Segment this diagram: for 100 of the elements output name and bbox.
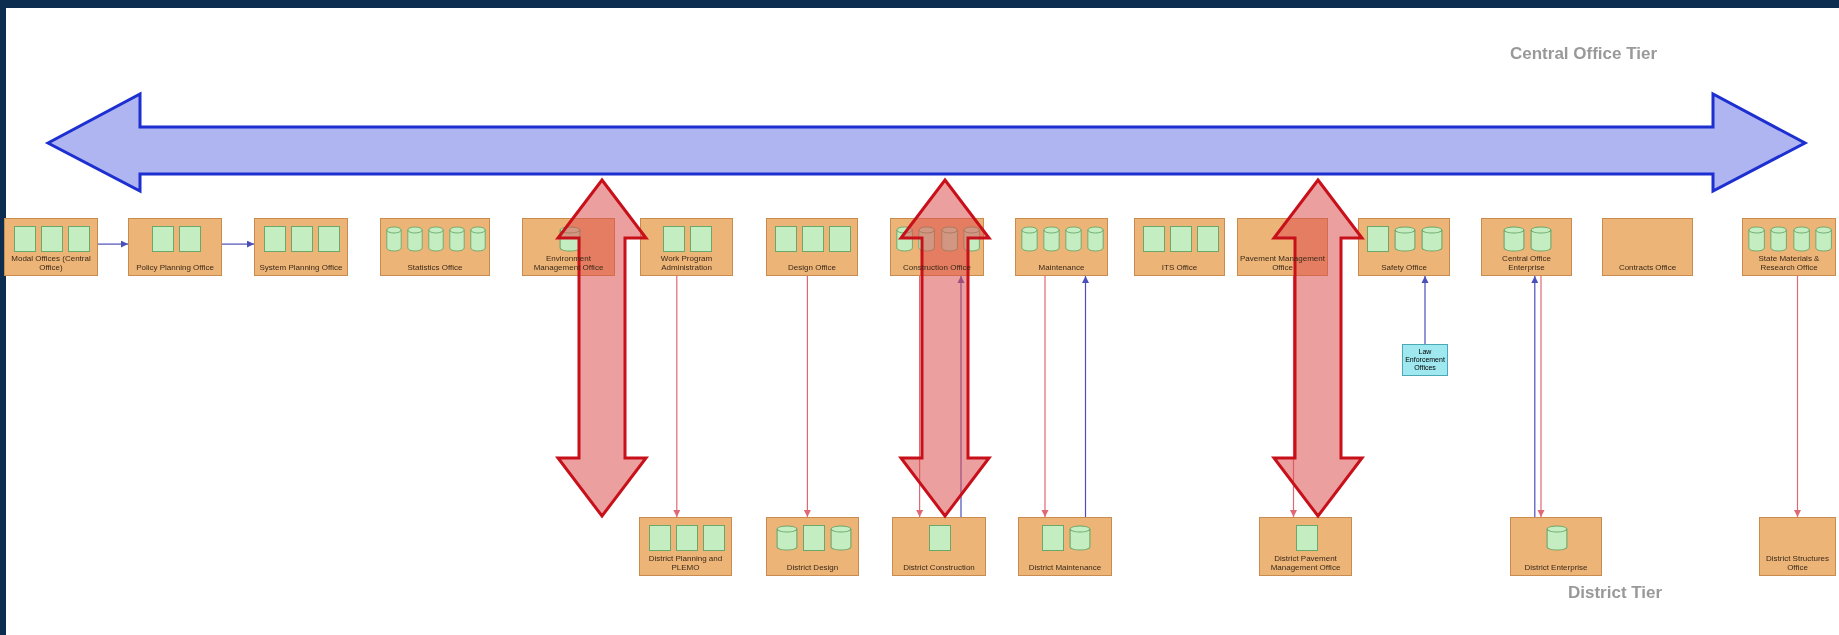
office-title: District Maintenance [1027, 563, 1103, 572]
office-title: State Materials & Research Office [1757, 254, 1821, 272]
office-title: Work Program Administration [659, 254, 714, 272]
connector-arrow [1041, 275, 1049, 518]
system-box [1295, 525, 1318, 551]
block-arrow [554, 177, 650, 519]
office-box [1018, 517, 1112, 576]
connector-arrow [1421, 275, 1429, 345]
office-title: District Pavement Management Office [1269, 554, 1342, 572]
office-box [1759, 517, 1836, 576]
connector-arrow [1081, 275, 1090, 518]
database-cylinder [1068, 525, 1091, 551]
database-cylinder [940, 226, 958, 252]
office-box [1742, 218, 1836, 276]
office-box [1259, 517, 1352, 576]
database-cylinder [896, 226, 914, 252]
system-box [802, 525, 825, 551]
system-box [648, 525, 671, 551]
system-box [1196, 226, 1219, 252]
block-arrow [897, 177, 993, 519]
office-title: District Design [785, 563, 840, 572]
database-cylinder [1748, 226, 1766, 252]
office-box [1015, 218, 1108, 276]
system-box [318, 226, 340, 252]
office-box [892, 517, 986, 576]
connector-arrow [97, 240, 129, 248]
database-cylinder [1065, 226, 1082, 252]
system-box [1367, 226, 1389, 252]
database-cylinder [1770, 226, 1788, 252]
connector-arrow [803, 275, 811, 518]
system-box [663, 226, 685, 252]
database-cylinder [386, 226, 402, 252]
tier-label: District Tier [1568, 583, 1663, 603]
system-box [675, 525, 698, 551]
database-cylinder [1087, 226, 1104, 252]
connector-arrow [1793, 275, 1802, 518]
office-box [1602, 218, 1693, 276]
system-box [929, 525, 951, 551]
system-box [1169, 226, 1192, 252]
database-cylinder [829, 525, 852, 551]
office-box [766, 517, 859, 576]
database-cylinder [1421, 226, 1443, 252]
office-title: Central Office Enterprise [1501, 254, 1552, 272]
system-box [178, 226, 201, 252]
tier-label: Central Office Tier [1510, 44, 1658, 64]
connector-arrow [1289, 275, 1298, 518]
office-box [380, 218, 490, 276]
system-box [1041, 525, 1064, 551]
database-cylinder [1021, 226, 1038, 252]
connector-arrow [1537, 275, 1545, 518]
office-title: Safety Office [1380, 263, 1428, 272]
database-cylinder [1546, 525, 1568, 551]
database-cylinder [962, 226, 980, 252]
database-cylinder [428, 226, 444, 252]
office-title: District Structures Office [1764, 554, 1831, 572]
system-box [802, 226, 824, 252]
database-cylinder [407, 226, 423, 252]
database-cylinder [1043, 226, 1060, 252]
database-cylinder [558, 226, 581, 252]
database-cylinder [1792, 226, 1810, 252]
office-box [640, 218, 733, 276]
database-cylinder [1814, 226, 1832, 252]
office-title: District Enterprise [1523, 563, 1589, 572]
office-title: Statistics Office [406, 263, 464, 272]
office-title: Contracts Office [1617, 263, 1678, 272]
system-box [829, 226, 851, 252]
connector-arrow [673, 275, 681, 518]
database-cylinder [775, 525, 798, 551]
database-cylinder [1503, 226, 1525, 252]
office-title: Maintenance [1037, 263, 1086, 272]
system-box [41, 226, 63, 252]
system-box [1142, 226, 1165, 252]
office-box [1481, 218, 1572, 276]
database-cylinder [1530, 226, 1552, 252]
office-box [766, 218, 858, 276]
office-box [890, 218, 984, 276]
office-box [4, 218, 98, 276]
database-cylinder [1394, 226, 1416, 252]
block-arrow [1270, 177, 1366, 519]
system-box [690, 226, 712, 252]
system-box [702, 525, 725, 551]
system-box [151, 226, 174, 252]
office-box [639, 517, 732, 576]
system-box [14, 226, 36, 252]
connector-arrow [957, 275, 965, 518]
office-title: District Planning and PLEMO [647, 554, 724, 572]
connector-arrow [916, 275, 924, 518]
database-cylinder [470, 226, 486, 252]
connector-arrow [221, 240, 255, 248]
office-box [1134, 218, 1225, 276]
system-box [291, 226, 313, 252]
connector-arrow [1531, 275, 1539, 518]
office-box [128, 218, 222, 276]
database-cylinder [449, 226, 465, 252]
office-title: Policy Planning Office [135, 263, 215, 272]
office-box [522, 218, 615, 276]
office-box [254, 218, 348, 276]
office-title: Modal Offices (Central Office) [10, 254, 92, 272]
office-box [1237, 218, 1328, 276]
office-box [1510, 517, 1602, 576]
